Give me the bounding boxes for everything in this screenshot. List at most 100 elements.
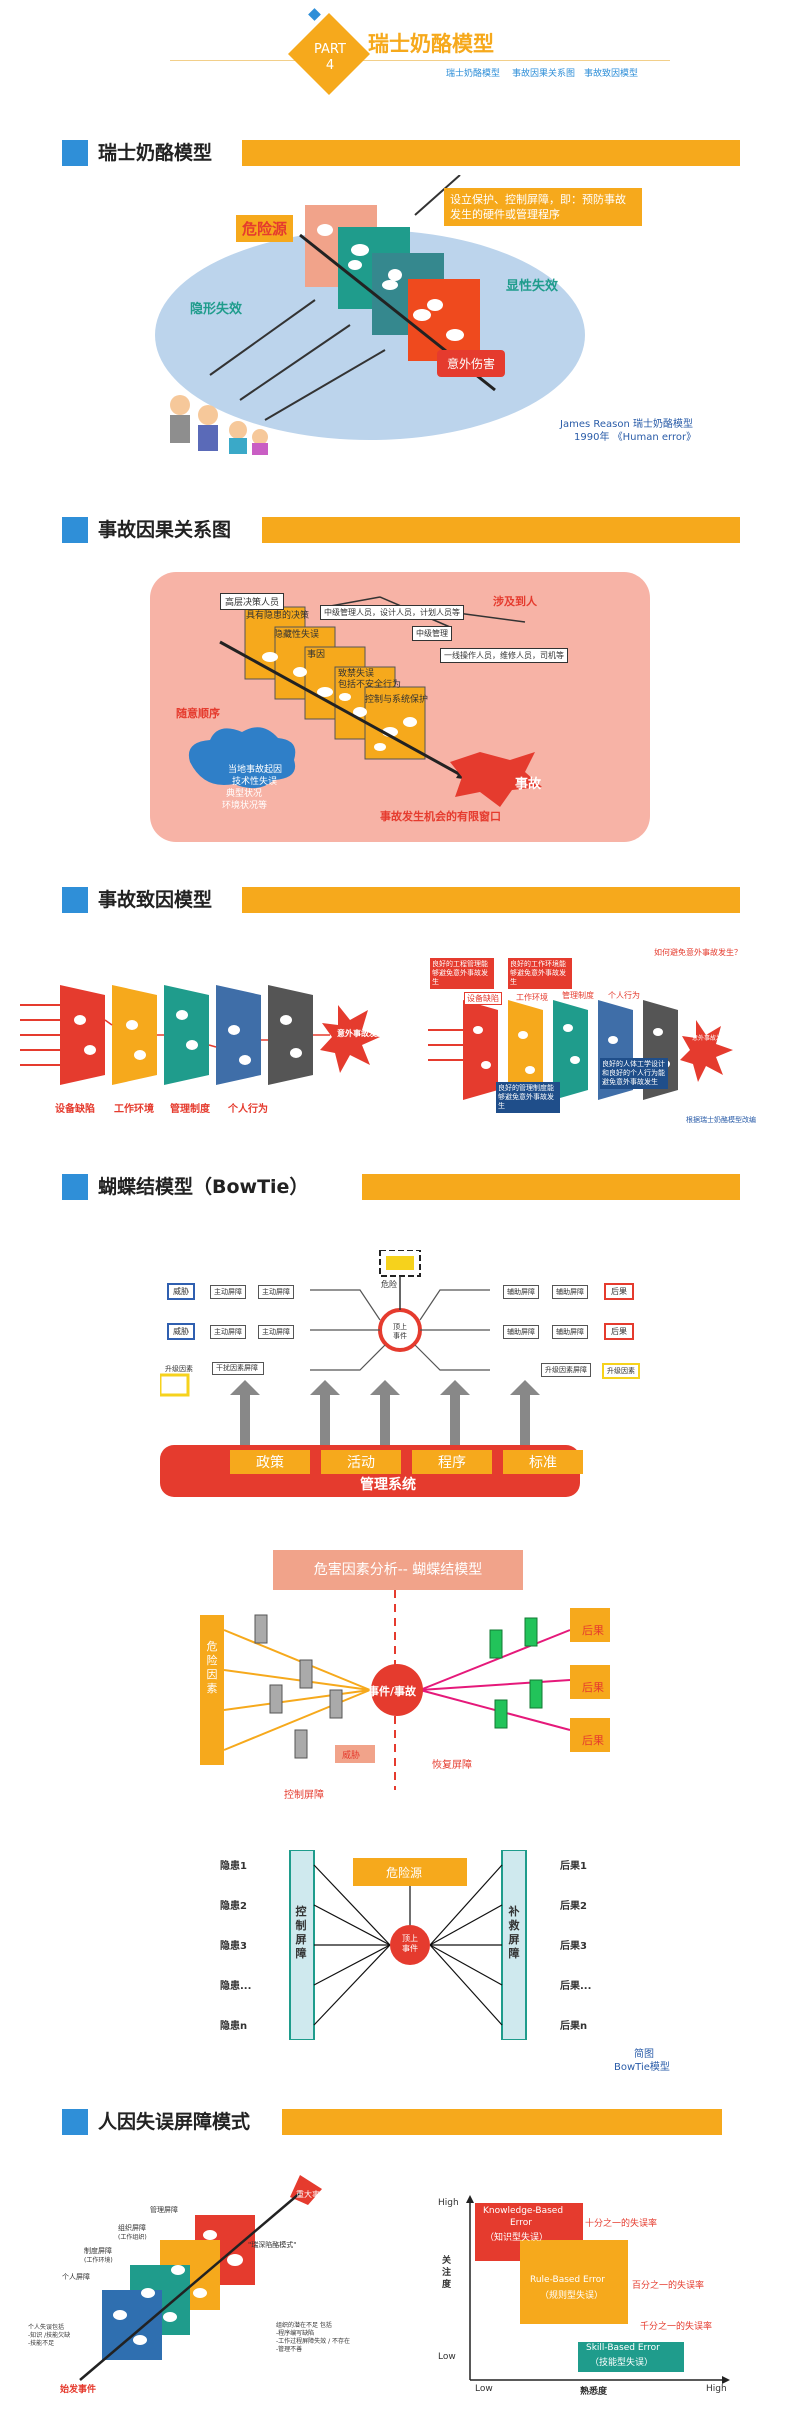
section-marker — [62, 1174, 88, 1200]
xaxis-high: High — [706, 2384, 727, 2394]
human-personal-1: 个人失误包括 — [28, 2324, 65, 2331]
nav-link-causal[interactable]: 事故因果关系图 — [512, 69, 576, 79]
factor-label-behavior: 个人行为 — [228, 1104, 268, 1115]
accident-label: 事故 — [515, 777, 542, 792]
factor-right-label-1: 设备缺陷 — [464, 992, 502, 1005]
section-marker — [62, 517, 88, 543]
xaxis-low: Low — [475, 2384, 493, 2394]
bowtie1-barrier-2: 主动屏障 — [258, 1285, 294, 1299]
kb-error-3: （知识型失误） — [485, 2233, 549, 2243]
bowtie2-result-3: 后果 — [582, 1734, 604, 1747]
section-title: 事故因果关系图 — [98, 519, 232, 541]
bowtie2-control: 控制屏障 — [284, 1790, 324, 1801]
human-model-label: "瑞深陷酪模式" — [248, 2241, 297, 2249]
factor-box-4: 良好的人体工学设计和良好的个人行为能避免意外事故发生 — [600, 1058, 668, 1089]
bowtie1-threat-1: 威胁 — [167, 1283, 195, 1300]
factor-illustration-left — [20, 985, 380, 1085]
bowtie1-top-event: 顶上事件 — [393, 1323, 407, 1340]
human-barrier-3: 制度屏障 — [84, 2247, 112, 2255]
factor-box-3-text: 良好的管理制度能够避免意外事故发生 — [498, 1084, 554, 1110]
cheese-illustration — [155, 175, 585, 455]
section-header-human: 人因失误屏障模式 — [62, 2107, 742, 2137]
page-title: 瑞士奶酪模型 — [368, 32, 494, 56]
harm-label: 意外伤害 — [437, 350, 506, 377]
bowtie3-result-5: 后果n — [560, 2021, 588, 2032]
nav-link-factor[interactable]: 事故致因模型 — [584, 69, 639, 79]
causal-label-decision: 具有隐患的决策 — [246, 611, 310, 621]
window-label: 事故发生机会的有限窗口 — [380, 810, 501, 823]
human-personal-2: -知识 /技能欠缺 — [28, 2332, 71, 2339]
active-failure-label: 显性失效 — [506, 279, 559, 294]
bowtie2-recovery: 恢复屏障 — [432, 1760, 472, 1771]
bowtie2-title: 危害因素分析-- 蝴蝶结模型 — [273, 1550, 523, 1590]
causal-label-front: 一线操作人员，维修人员，司机等 — [440, 648, 568, 663]
section-marker — [62, 2109, 88, 2135]
bowtie3-result-3: 后果3 — [560, 1941, 587, 1952]
bowtie1-consequence-1: 后果 — [604, 1283, 634, 1300]
human-barrier-2b: (工作组织) — [118, 2234, 147, 2241]
bowtie2-illustration — [200, 1590, 610, 1790]
bowtie3-hazard-4: 隐患... — [220, 1981, 252, 1992]
policy-box-4: 标准 — [503, 1450, 583, 1474]
factor-right-label-4: 个人行为 — [608, 991, 640, 1000]
bowtie1-barrier-4: 主动屏障 — [258, 1325, 294, 1339]
bowtie3-hazard-2: 隐患2 — [220, 1901, 247, 1912]
causal-label-order: 随意顺序 — [176, 707, 220, 720]
sb-error-2: （技能型失误） — [590, 2358, 654, 2368]
bowtie3-hazard-1: 隐患1 — [220, 1861, 247, 1872]
header-line — [170, 60, 670, 61]
policy-box-3: 程序 — [412, 1450, 492, 1474]
human-big-event: 重大事件 — [296, 2190, 328, 2199]
causal-label-cause: 事因 — [307, 650, 326, 660]
yaxis-label-text: 关注度 — [442, 2256, 452, 2290]
xaxis-label: 熟悉度 — [580, 2387, 608, 2397]
bowtie1-ab-2: 辅助屏障 — [552, 1325, 588, 1339]
causal-label-involved: 涉及到人 — [493, 595, 537, 608]
factor-label-environment: 工作环境 — [114, 1104, 154, 1115]
error-type-chart — [466, 2195, 730, 2384]
hazard-label: 危险源 — [236, 215, 294, 242]
kb-error-1: Knowledge-Based — [483, 2206, 564, 2216]
barrier-callout-text: 设立保护、控制屏障，即：预防事故发生的硬件或管理程序 — [450, 193, 626, 221]
bowtie1-mb-1: 辅助屏障 — [503, 1285, 539, 1299]
section-header-cheese: 瑞士奶酪模型 — [62, 138, 742, 168]
nav-link-cheese[interactable]: 瑞士奶酪模型 — [446, 69, 501, 79]
factor-box-1: 良好的工程管理能够避免意外事故发生 — [430, 958, 494, 989]
causal-label-unsafe: 包括不安全行为 — [338, 680, 402, 690]
factor-right-burst: 意外事故发生 — [692, 1035, 729, 1042]
credit-line-1: James Reason 瑞士奶酪模型 — [560, 419, 693, 430]
causal-illustration — [188, 596, 542, 807]
human-org-2: -程序编写缺陷 — [276, 2330, 315, 2337]
bowtie3-result-1: 后果1 — [560, 1861, 587, 1872]
section-bar — [262, 517, 740, 543]
factor-source: 根据瑞士奶酪模型改编 — [686, 1116, 756, 1124]
human-barrier-4: 个人屏障 — [62, 2273, 90, 2281]
latent-failure-label: 隐形失效 — [190, 302, 243, 317]
section-marker — [62, 887, 88, 913]
bowtie3-result-4: 后果... — [560, 1981, 592, 1992]
factor-label-equipment: 设备缺陷 — [55, 1104, 95, 1115]
section-bar — [282, 2109, 722, 2135]
yaxis-high: High — [438, 2198, 459, 2208]
section-bar — [242, 140, 740, 166]
bowtie1-consequence-2: 后果 — [604, 1323, 634, 1340]
factor-box-4-text: 良好的人体工学设计和良好的个人行为能避免意外事故发生 — [602, 1060, 665, 1086]
bowtie1-ub-right: 升级因素屏障 — [541, 1363, 591, 1377]
rb-error-1: Rule-Based Error — [530, 2275, 605, 2285]
human-cheese-illustration — [79, 2175, 322, 2381]
bowtie1-danger: 危险 — [381, 1280, 397, 1289]
bowtie1-upgrade: 升级因素 — [165, 1365, 193, 1373]
human-org-3: -工作过程屏障失效 / 不存在 — [276, 2338, 351, 2345]
rb-error-2: （规则型失误） — [540, 2291, 604, 2301]
factor-question: 如何避免意外事故发生？ — [654, 948, 742, 957]
human-org-1: 组织的潜在不足 包括 — [276, 2322, 332, 2329]
bowtie3-result-2: 后果2 — [560, 1901, 587, 1912]
causal-label-hidden: 隐藏性失误 — [274, 630, 320, 640]
bowtie3-top-event-text: 顶上事件 — [402, 1934, 418, 1953]
part-label: PART — [314, 42, 346, 57]
causal-label-error: 致禁失误 — [338, 669, 375, 679]
cloud-text-2: 技术性失误 — [232, 777, 278, 787]
bowtie1-threat-2: 威胁 — [167, 1323, 195, 1340]
human-org-4: -管理不善 — [276, 2346, 303, 2353]
bowtie1-ab-1: 辅助屏障 — [552, 1285, 588, 1299]
